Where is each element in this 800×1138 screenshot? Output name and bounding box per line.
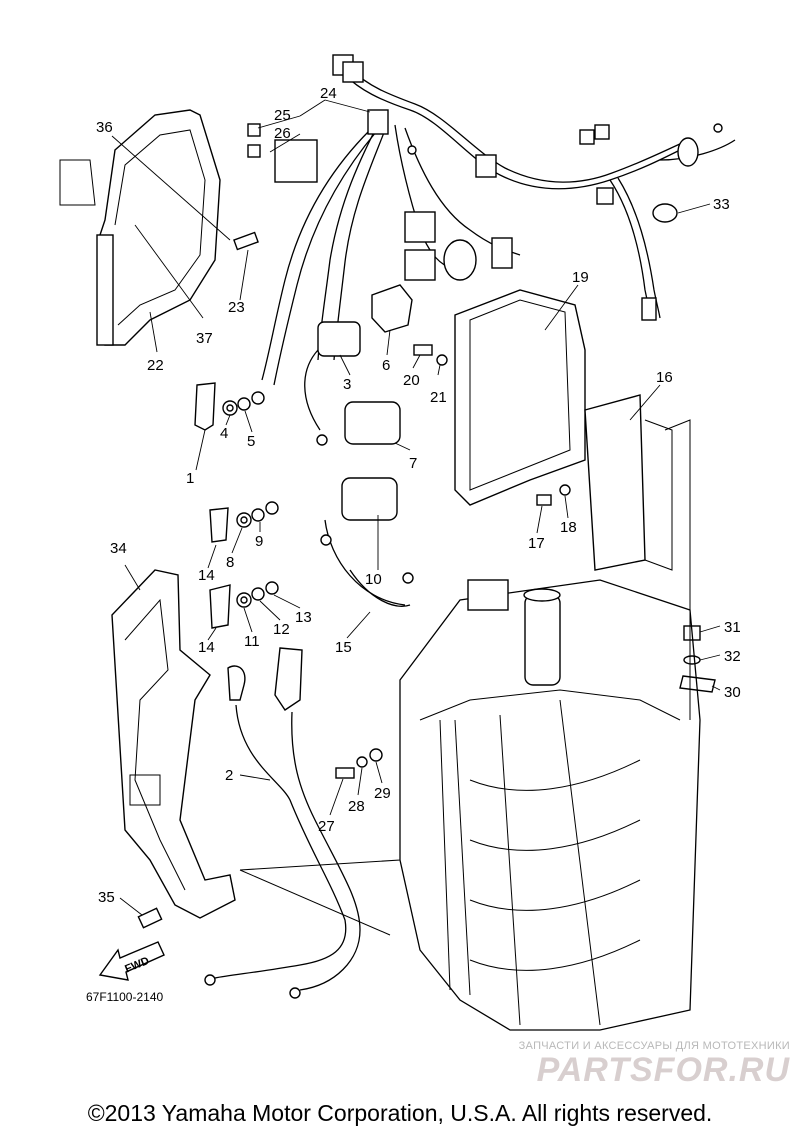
callout-15: 15 — [335, 639, 352, 656]
callout-8: 8 — [226, 554, 234, 571]
callout-25: 25 — [274, 107, 291, 124]
callout-28: 28 — [348, 798, 365, 815]
side-bracket — [111, 569, 236, 919]
callout-24: 24 — [320, 85, 337, 102]
callout-10: 10 — [365, 571, 382, 588]
callout-35: 35 — [98, 889, 115, 906]
callout-4: 4 — [220, 425, 228, 442]
callout-1: 1 — [186, 470, 194, 487]
ground-lead — [349, 569, 411, 607]
hardware — [137, 203, 716, 929]
copyright-notice: ©2013 Yamaha Motor Corporation, U.S.A. A… — [87, 1100, 713, 1126]
callout-9: 9 — [255, 533, 263, 550]
callout-36: 36 — [96, 119, 113, 136]
callout-30: 30 — [724, 684, 741, 701]
callout-13: 13 — [295, 609, 312, 626]
callout-21: 21 — [430, 389, 447, 406]
callout-33: 33 — [713, 196, 730, 213]
callout-14a: 14 — [198, 567, 215, 584]
watermark: ЗАПЧАСТИ И АКСЕССУАРЫ ДЛЯ МОТОТЕХНИКИ PA… — [445, 1040, 790, 1088]
callout-18: 18 — [560, 519, 577, 536]
callout-19: 19 — [572, 269, 589, 286]
bracket — [454, 289, 673, 571]
callout-34: 34 — [110, 540, 127, 557]
callout-11: 11 — [244, 633, 260, 650]
watermark-tagline: ЗАПЧАСТИ И АКСЕССУАРЫ ДЛЯ МОТОТЕХНИКИ — [518, 1040, 790, 1052]
callout-20: 20 — [403, 372, 420, 389]
callout-7: 7 — [409, 455, 417, 472]
callout-26: 26 — [274, 125, 291, 142]
callout-22: 22 — [147, 357, 164, 374]
engine-block — [239, 419, 701, 1031]
callout-31: 31 — [724, 619, 741, 636]
callout-6: 6 — [382, 357, 390, 374]
battery-cables — [204, 647, 361, 999]
relays — [304, 284, 414, 606]
callout-3: 3 — [343, 376, 351, 393]
callout-29: 29 — [374, 785, 391, 802]
callout-17: 17 — [528, 535, 545, 552]
forward-direction-arrow: FWD — [98, 941, 165, 981]
diagram-code: 67F1100-2140 — [86, 990, 164, 1004]
watermark-logo: PARTSFOR.RU — [536, 1051, 790, 1089]
callout-14b: 14 — [198, 639, 215, 656]
callout-2: 2 — [225, 767, 233, 784]
electrical-cover — [59, 109, 221, 346]
wire-harness — [233, 54, 736, 386]
callout-labels: 1 2 3 4 5 6 7 8 9 10 11 12 13 14 14 15 1… — [96, 85, 741, 906]
callout-32: 32 — [724, 648, 741, 665]
callout-37: 37 — [196, 330, 213, 347]
leader-lines — [111, 99, 721, 916]
callout-27: 27 — [318, 818, 335, 835]
callout-16: 16 — [656, 369, 673, 386]
callout-12: 12 — [273, 621, 290, 638]
callout-5: 5 — [247, 433, 255, 450]
callout-23: 23 — [228, 299, 245, 316]
